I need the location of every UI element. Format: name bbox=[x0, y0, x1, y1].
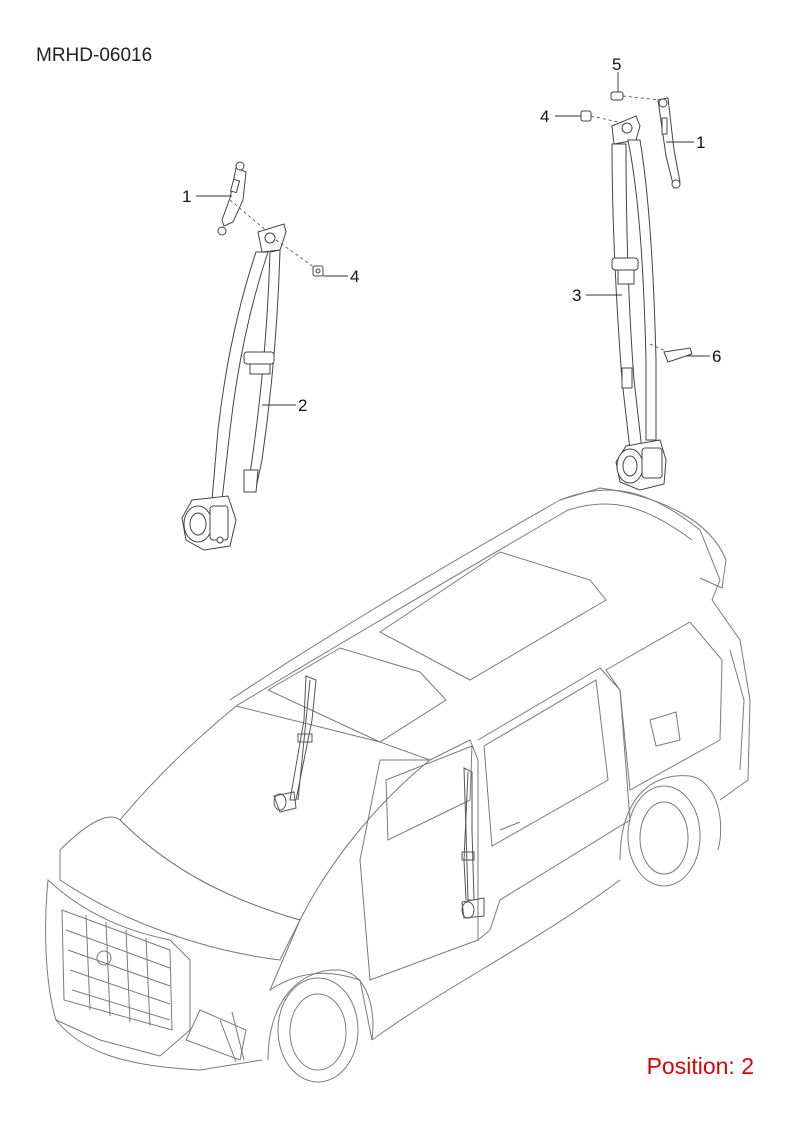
left-retractor bbox=[181, 495, 237, 551]
vehicle-belt-rear bbox=[461, 767, 485, 919]
vehicle-belt-front bbox=[273, 675, 317, 813]
right-nut-4 bbox=[580, 110, 619, 123]
right-callouts: 5 4 1 3 6 bbox=[540, 55, 721, 366]
callout-left-1: 1 bbox=[182, 187, 191, 206]
left-callouts: 1 4 2 bbox=[182, 187, 359, 415]
left-belt-webbing bbox=[211, 249, 281, 501]
callout-left-4: 4 bbox=[350, 267, 359, 286]
callout-right-1: 1 bbox=[696, 133, 705, 152]
callout-left-2: 2 bbox=[298, 396, 307, 415]
right-height-adjuster bbox=[657, 97, 681, 189]
callout-right-4: 4 bbox=[540, 107, 549, 126]
right-bracket-6 bbox=[649, 343, 693, 363]
right-bolt-5 bbox=[610, 91, 661, 101]
left-shoulder-anchor bbox=[257, 223, 287, 253]
front-wheel bbox=[267, 969, 374, 1083]
left-height-adjuster bbox=[217, 161, 247, 236]
diagram-code: MRHD-06016 bbox=[36, 45, 153, 66]
rear-wheel bbox=[619, 775, 722, 887]
callout-right-3: 3 bbox=[572, 286, 581, 305]
callout-right-5: 5 bbox=[612, 55, 621, 74]
right-seatbelt-assembly bbox=[580, 91, 693, 491]
vehicle-outline bbox=[45, 487, 751, 1083]
left-bolt-4 bbox=[312, 265, 324, 277]
right-shoulder-anchor bbox=[611, 115, 641, 145]
left-seatbelt-assembly bbox=[181, 161, 324, 551]
callout-right-6: 6 bbox=[712, 347, 721, 366]
position-label: Position: 2 bbox=[646, 1053, 754, 1079]
right-retractor bbox=[615, 439, 667, 491]
